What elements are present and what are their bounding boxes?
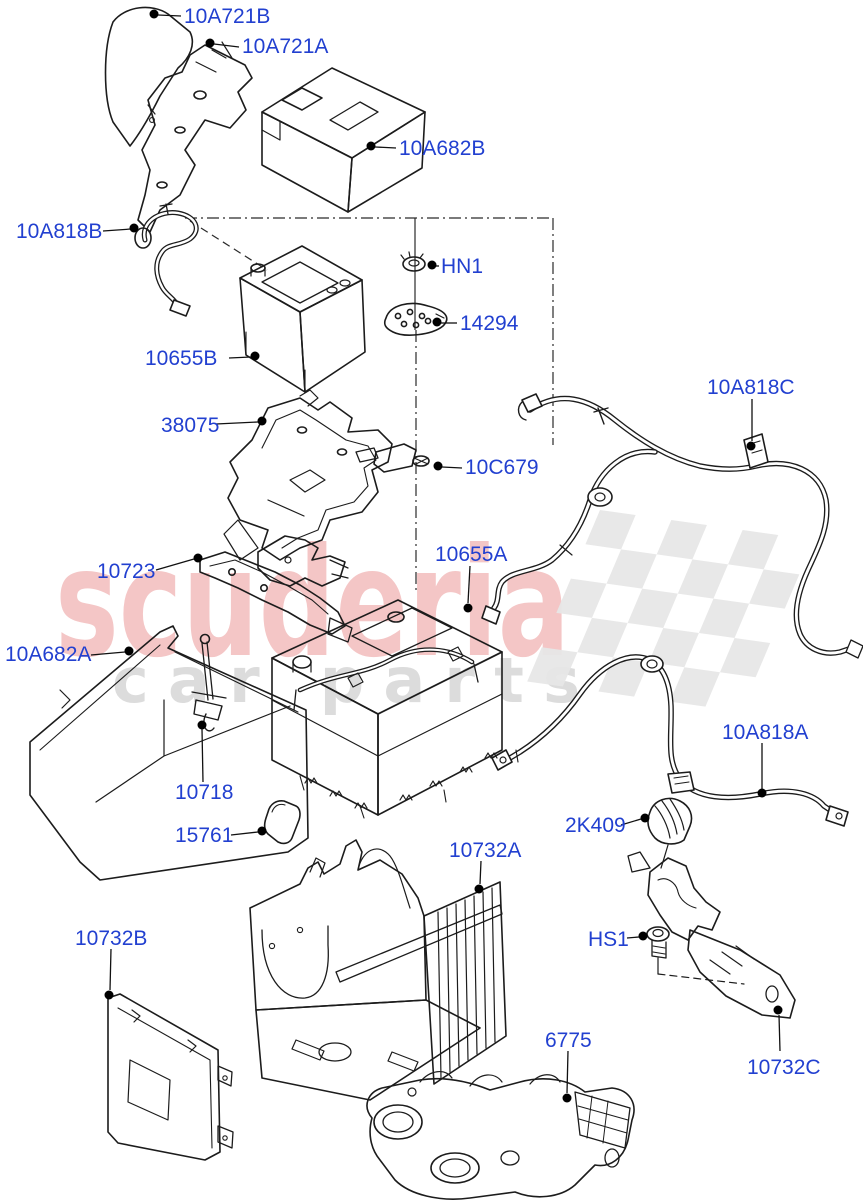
leader-dot-38075 <box>257 416 267 426</box>
leader-dot-10655A <box>463 603 473 613</box>
leader-2K409 <box>620 818 642 826</box>
leader-10732A <box>479 860 482 885</box>
leader-10A721B <box>157 14 182 17</box>
leader-dot-10C679 <box>433 461 443 471</box>
leader-dot-10A682B <box>366 141 376 151</box>
callout-label-10718: 10718 <box>175 781 233 804</box>
leader-10732B <box>109 948 112 991</box>
part-bracket-6775 <box>366 1071 635 1200</box>
callout-label-10A818A: 10A818A <box>722 721 808 744</box>
leader-dot-2K409 <box>640 813 650 823</box>
leader-dot-10A818A <box>757 788 767 798</box>
leader-38075 <box>215 421 259 425</box>
callout-label-10732B: 10732B <box>75 927 147 950</box>
part-battery-cover-10A682B <box>261 67 426 213</box>
callout-label-10A721B: 10A721B <box>184 5 270 28</box>
part-pad-15761 <box>263 800 301 845</box>
callout-labels: 10A721B 10A721A 10A682B 10A818B HN1 1429… <box>5 5 821 1079</box>
leader-dot-10655B <box>250 351 260 361</box>
part-clamp-fork-bracket <box>257 535 349 587</box>
part-cap-2K409 <box>647 797 693 869</box>
leader-dot-10732B <box>104 990 114 1000</box>
leader-dot-10718 <box>197 720 207 730</box>
leader-10723 <box>155 558 195 571</box>
part-nut-HN1 <box>400 251 426 272</box>
callout-label-10A682B: 10A682B <box>399 137 485 160</box>
part-plate-14294 <box>383 302 448 336</box>
leader-10A682B <box>374 146 397 149</box>
part-screw-HS1 <box>646 926 745 985</box>
leader-dot-10A818B <box>129 223 139 233</box>
alignment-lines <box>185 217 554 592</box>
callout-label-HS1: HS1 <box>588 928 629 951</box>
part-cable-10A818B <box>134 203 199 317</box>
leader-dot-10A721B <box>149 9 159 19</box>
part-bracket-10A721A <box>137 41 253 233</box>
part-battery-10655B <box>239 245 366 393</box>
part-cable-10A818C <box>481 393 863 659</box>
callout-label-15761: 15761 <box>175 824 233 847</box>
leader-dots <box>104 9 783 1103</box>
leader-10655B <box>228 356 252 359</box>
part-bracket-10723 <box>199 551 353 643</box>
part-sensor-10C679 <box>355 443 430 473</box>
leader-6775 <box>566 1050 569 1094</box>
leader-dot-15761 <box>257 826 267 836</box>
checkered-flag-watermark <box>527 510 800 707</box>
part-battery-10655A <box>271 599 519 819</box>
leader-10655A <box>467 565 471 604</box>
callout-label-38075: 38075 <box>161 414 219 437</box>
leader-10718 <box>201 728 204 783</box>
callout-label-14294: 14294 <box>460 312 519 335</box>
leader-HS1 <box>626 936 640 939</box>
callout-label-10732C: 10732C <box>747 1056 821 1079</box>
part-cover-10A682A <box>29 625 309 881</box>
part-cover-10A721B <box>104 6 194 147</box>
leader-dot-HS1 <box>638 931 648 941</box>
leader-dot-10732C <box>773 1005 783 1015</box>
part-rod-10718 <box>191 633 227 732</box>
part-panel-10732B <box>107 993 234 1161</box>
leader-dot-10A818C <box>746 441 756 451</box>
leader-dot-HN1 <box>427 260 437 270</box>
part-tray-10732A <box>249 839 507 1101</box>
callout-label-10655A: 10655A <box>435 543 507 566</box>
callout-label-10A818B: 10A818B <box>16 220 102 243</box>
callout-label-10C679: 10C679 <box>465 456 539 479</box>
callout-label-HN1: HN1 <box>441 255 483 278</box>
leader-10A721A <box>213 43 240 48</box>
leader-lines <box>90 14 781 1094</box>
callout-label-10A818C: 10A818C <box>707 376 795 399</box>
callout-label-10A682A: 10A682A <box>5 643 91 666</box>
callout-label-10732A: 10732A <box>449 839 521 862</box>
part-bracket-38075 <box>223 389 393 561</box>
leader-10732C <box>778 1014 781 1052</box>
part-bracket-10732C <box>627 851 796 1019</box>
leader-dot-10723 <box>193 553 203 563</box>
callout-label-2K409: 2K409 <box>565 814 626 837</box>
leader-10A682A <box>90 651 126 656</box>
callout-label-10723: 10723 <box>97 560 155 583</box>
leader-dot-14294 <box>432 317 442 327</box>
leader-10A818B <box>102 228 132 232</box>
leader-dot-10A721A <box>205 38 215 48</box>
leader-10C679 <box>441 466 463 469</box>
callout-label-10A721A: 10A721A <box>242 35 328 58</box>
leader-15761 <box>230 831 259 836</box>
leader-dot-6775 <box>562 1093 572 1103</box>
leader-dot-10A682A <box>124 646 134 656</box>
leader-dot-10732A <box>474 884 484 894</box>
callout-label-6775: 6775 <box>545 1029 592 1052</box>
callout-label-10655B: 10655B <box>145 347 217 370</box>
axis-line-battery-b <box>189 220 268 271</box>
